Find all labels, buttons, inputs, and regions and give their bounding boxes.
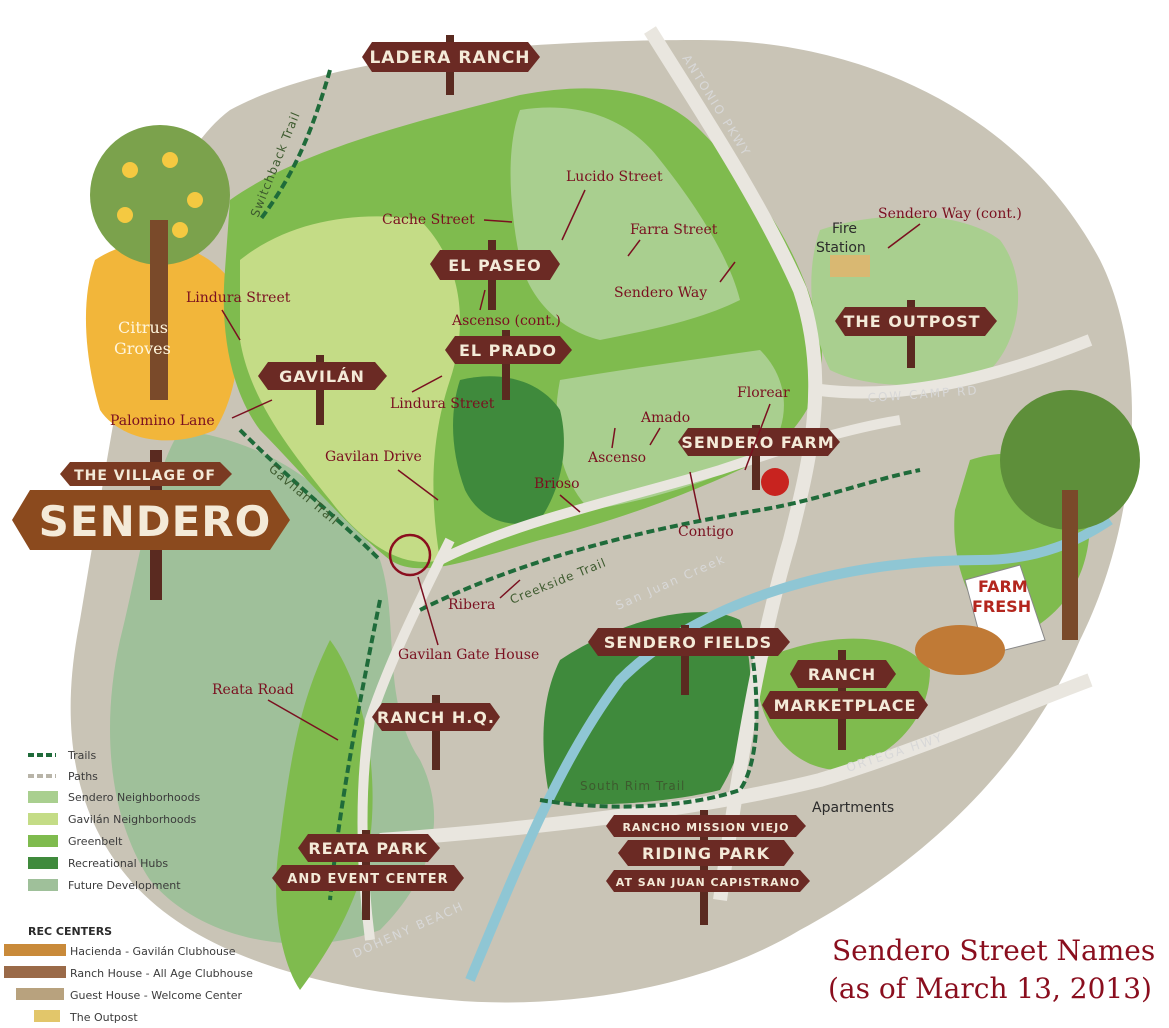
farm-fresh-line1: FARM [978,577,1028,596]
legend-item-greenbelt: Greenbelt [68,835,123,848]
street-palomino: Palomino Lane [110,413,215,429]
sign-marketplace-label: MARKETPLACE [774,696,917,715]
street-ascenso: Ascenso [587,450,646,466]
sign-el-prado-label: EL PRADO [459,341,557,360]
rec-center-outpost: The Outpost [69,1011,138,1024]
sign-sendero-label: SENDERO [39,497,272,546]
sendero-fields-area [543,612,751,805]
street-ribera: Ribera [448,597,495,613]
street-lucido: Lucido Street [566,169,663,185]
sign-at-san-juan-label: AT SAN JUAN CAPISTRANO [616,876,800,889]
street-brioso: Brioso [534,476,580,492]
legend-item-sendero: Sendero Neighborhoods [68,791,200,804]
sign-village-of-label: THE VILLAGE OF [74,468,216,484]
ortega-highway [379,673,1093,847]
street-reata-road: Reata Road [212,682,294,698]
switchback-trail [258,69,332,222]
rec-center-hacienda: Hacienda - Gavilán Clubhouse [70,945,236,958]
street-gavilan-gate-house: Gavilan Gate House [398,647,539,663]
street-gavilan-drive: Gavilan Drive [325,449,422,465]
sign-el-paseo-label: EL PASEO [448,256,541,275]
sign-gavilan-label: GAVILÁN [279,367,365,386]
street-sendero-way: Sendero Way [614,285,707,301]
cow-camp-road [819,334,1093,399]
gavilan-trail-line [238,428,382,562]
sign-ranch-hq-label: RANCH H.Q. [377,708,495,727]
sign-the-outpost-label: THE OUTPOST [843,312,980,331]
creekside-trail-line [419,468,921,612]
legend-item-paths: Paths [68,770,98,783]
sign-village-of-sendero: THE VILLAGE OF SENDERO [12,450,290,600]
place-groves: Groves [114,339,171,358]
sign-sendero-farm-label: SENDERO FARM [681,433,834,452]
sign-gavilan[interactable]: GAVILÁN [258,355,387,425]
sign-ladera-ranch[interactable]: LADERA RANCH [362,35,540,95]
street-florear: Florear [737,385,790,401]
street-ascenso-cont: Ascenso (cont.) [451,313,561,329]
place-station: Station [816,240,866,256]
street-cache: Cache Street [382,212,475,228]
caption-title: Sendero Street Names [832,934,1155,967]
sign-el-paseo[interactable]: EL PASEO [430,240,560,310]
sign-the-outpost[interactable]: THE OUTPOST [835,300,997,368]
san-juan-creek [465,515,1113,982]
apple-icon [761,468,789,496]
reata-park-area [276,640,373,990]
sendero-neighborhood-north [510,107,740,340]
street-lindura-2: Lindura Street [390,396,495,412]
sign-event-center-label: AND EVENT CENTER [287,872,448,887]
legend: Trails Paths Sendero Neighborhoods Gavil… [4,749,253,1024]
rec-center-ranch-house: Ranch House - All Age Clubhouse [70,967,253,980]
legend-item-future: Future Development [68,879,181,892]
street-amado: Amado [640,410,690,426]
avocado-tree [1000,390,1140,640]
farm-fresh-stand [915,564,1046,675]
sign-sendero-fields[interactable]: SENDERO FIELDS [588,625,790,695]
place-citrus: Citrus [118,318,168,337]
legend-item-gavilan: Gavilán Neighborhoods [68,813,197,826]
place-apartments: Apartments [812,800,894,816]
sign-reata-park-label: REATA PARK [308,839,427,858]
street-sendero-way-cont: Sendero Way (cont.) [878,206,1022,222]
sign-sendero-farm[interactable]: SENDERO FARM [678,425,840,490]
south-rim-trail-line [539,639,759,809]
legend-item-recreational: Recreational Hubs [68,857,168,870]
farm-fresh-line2: FRESH [972,597,1031,616]
street-lindura-1: Lindura Street [186,290,291,306]
fire-station-building [830,255,870,277]
ridge-road [437,415,901,565]
gavilan-gate-house-marker[interactable] [388,533,432,577]
place-fire: Fire [832,221,857,237]
street-contigo: Contigo [678,524,734,540]
street-farra: Farra Street [630,222,718,238]
sign-reata-park[interactable]: REATA PARK AND EVENT CENTER [272,830,464,920]
sign-el-prado[interactable]: EL PRADO [445,330,572,400]
sign-riding-park[interactable]: RANCHO MISSION VIEJO RIDING PARK AT SAN … [606,810,810,925]
citrus-tree [90,125,230,400]
recreational-hub-central [453,376,564,524]
caption-date: (as of March 13, 2013) [828,972,1152,1005]
sign-ladera-ranch-label: LADERA RANCH [369,48,530,68]
trail-label-south-rim: South Rim Trail [580,779,685,793]
sign-ranch-hq[interactable]: RANCH H.Q. [372,695,500,770]
sign-ranch-label: RANCH [808,665,876,684]
legend-rec-centers-title: REC CENTERS [28,925,112,938]
sign-sendero-fields-label: SENDERO FIELDS [604,633,772,652]
sign-rancho-mission-viejo-label: RANCHO MISSION VIEJO [622,821,789,834]
legend-item-trails: Trails [67,749,96,762]
sign-riding-park-label: RIDING PARK [642,844,770,863]
sign-ranch-marketplace[interactable]: RANCH MARKETPLACE [762,650,928,750]
rec-center-guest-house: Guest House - Welcome Center [70,989,243,1002]
